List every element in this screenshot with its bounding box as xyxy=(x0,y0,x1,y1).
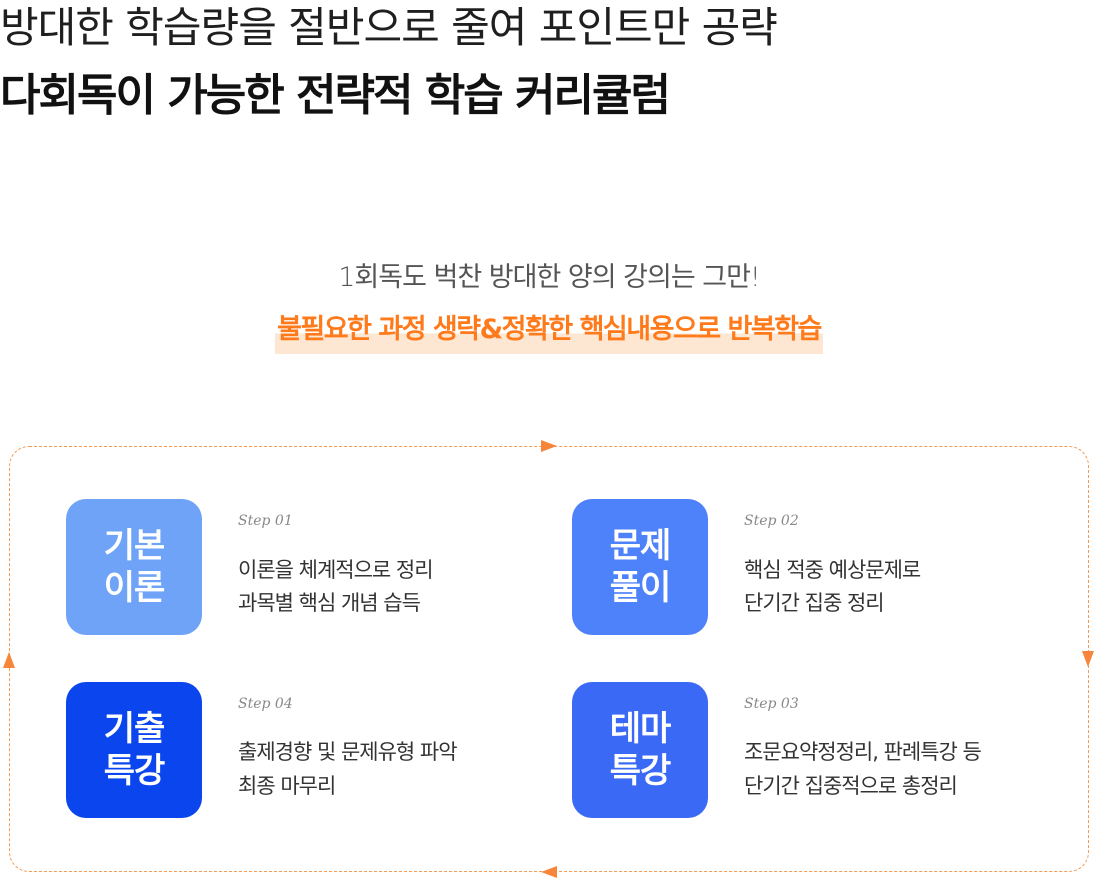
step2-desc-line2: 단기간 집중 정리 xyxy=(744,591,885,615)
intro-text: 1회독도 벅찬 방대한 양의 강의는 그만! xyxy=(338,262,761,293)
step4-tile: 기출 특강 xyxy=(66,682,202,818)
step2-tile-line1: 문제 xyxy=(609,526,672,566)
headline-light: 방대한 학습량을 절반으로 줄여 포인트만 공략 xyxy=(0,3,778,52)
step4-tile-line1: 기출 xyxy=(103,709,166,749)
step1-tile-line1: 기본 xyxy=(103,526,166,566)
step4-label: Step 04 xyxy=(238,696,293,712)
intro-highlight: 불필요한 과정 생략&정확한 핵심내용으로 반복학습 xyxy=(275,308,823,354)
step1-desc-line1: 이론을 체계적으로 정리 xyxy=(238,558,434,582)
headline-bold: 다회독이 가능한 전략적 학습 커리큘럼 xyxy=(0,70,671,121)
step1-tile-line2: 이론 xyxy=(103,568,166,608)
arrow-down-icon xyxy=(1082,651,1094,667)
intro-highlight-wrap: 불필요한 과정 생략&정확한 핵심내용으로 반복학습 xyxy=(0,308,1098,354)
step4-desc-line2: 최종 마무리 xyxy=(238,774,336,798)
step3-tile-line1: 테마 xyxy=(609,709,672,749)
step3-label: Step 03 xyxy=(744,696,799,712)
step3-desc-line1: 조문요약정정리, 판례특강 등 xyxy=(744,740,982,764)
step3-tile: 테마 특강 xyxy=(572,682,708,818)
arrow-up-icon xyxy=(3,652,15,668)
step1-desc-line2: 과목별 핵심 개념 습득 xyxy=(238,591,421,615)
step2-desc-line1: 핵심 적중 예상문제로 xyxy=(744,558,921,582)
step4-desc-line1: 출제경향 및 문제유형 파악 xyxy=(238,740,458,764)
arrow-left-icon xyxy=(541,866,557,878)
step4-tile-line2: 특강 xyxy=(103,751,166,791)
step3-desc-line2: 단기간 집중적으로 총정리 xyxy=(744,774,958,798)
step2-tile: 문제 풀이 xyxy=(572,499,708,635)
step3-tile-line2: 특강 xyxy=(609,751,672,791)
step1-label: Step 01 xyxy=(238,513,293,529)
step2-tile-line2: 풀이 xyxy=(609,568,672,608)
step2-label: Step 02 xyxy=(744,513,799,529)
step1-tile: 기본 이론 xyxy=(66,499,202,635)
arrow-right-icon xyxy=(541,440,557,452)
